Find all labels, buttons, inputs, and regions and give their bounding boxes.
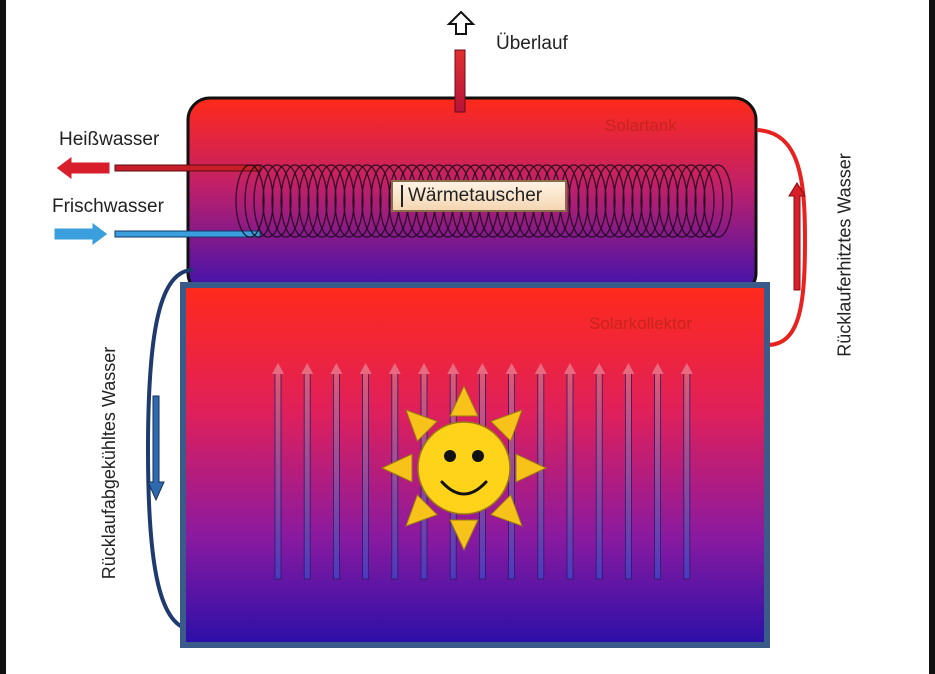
coil-loop <box>244 164 274 238</box>
riser-arrowhead <box>505 363 518 374</box>
return-heated-arrow-icon <box>788 182 806 291</box>
riser-tube <box>683 371 691 580</box>
sun-ray <box>489 493 523 527</box>
riser-tube <box>595 371 603 580</box>
riser-tube <box>303 371 311 580</box>
riser-tube <box>654 371 661 580</box>
riser-tube <box>332 371 340 580</box>
overflow-pipe <box>454 49 466 113</box>
hot-water-pipe <box>114 164 261 172</box>
coil-loop <box>586 164 616 238</box>
riser-arrowhead <box>447 363 460 374</box>
coil-loop <box>568 164 598 238</box>
fresh-water-arrow-icon <box>53 221 109 247</box>
return-cooled-arrow-icon <box>147 395 165 502</box>
solar-collector-label: Solarkollektor <box>589 314 692 333</box>
coil-loop <box>658 164 688 238</box>
coil-loop <box>262 164 292 238</box>
riser-arrowhead <box>388 363 401 374</box>
coil-loop <box>307 164 337 238</box>
coil-loop <box>631 164 661 238</box>
left-edge-bar <box>0 0 6 674</box>
coil-loop <box>613 164 643 238</box>
coil-loop <box>676 164 706 238</box>
right-edge-bar <box>929 0 935 674</box>
riser-tube <box>537 371 545 580</box>
return-cooled-label: Rücklaufabgekühltes Wasser <box>99 346 120 580</box>
coil-loop <box>640 164 670 238</box>
coil-loop <box>343 164 373 238</box>
riser-arrowhead <box>680 363 693 374</box>
riser-tube <box>274 371 282 580</box>
riser-arrowhead <box>359 363 372 374</box>
coil-loop <box>334 164 364 238</box>
return-heated-label: Rücklauferhitztes Wasser <box>834 153 855 357</box>
riser-tube <box>625 371 632 580</box>
coil-loop <box>595 164 625 238</box>
coil-loop <box>298 164 328 238</box>
riser-arrowhead <box>272 363 284 374</box>
riser-arrowhead <box>476 363 489 374</box>
sun-ray <box>405 493 439 527</box>
coil-loop <box>316 164 346 238</box>
riser-arrowhead <box>622 363 635 374</box>
riser-arrowhead <box>651 363 664 374</box>
coil-loop <box>604 164 634 238</box>
hot-water-arrow-icon <box>55 155 111 181</box>
return-heated-pipe <box>756 128 808 347</box>
riser-arrowhead <box>301 363 314 374</box>
coil-loop <box>622 164 652 238</box>
coil-loop <box>667 164 697 238</box>
riser-arrowhead <box>418 363 430 374</box>
sun-ray <box>380 453 413 483</box>
riser-tube <box>566 371 574 580</box>
coil-loop <box>289 164 319 238</box>
return-cooled-pipe <box>145 268 194 632</box>
sun-ray <box>449 519 479 552</box>
heat-exchanger-label: Wärmetauscher <box>408 185 543 206</box>
overflow-up-arrow-icon <box>446 10 476 35</box>
coil-loop <box>361 164 391 238</box>
overflow-label: Überlauf <box>496 33 568 54</box>
sun-ray <box>405 409 439 443</box>
riser-arrowhead <box>564 363 576 374</box>
riser-tube <box>362 371 370 580</box>
coil-loop <box>325 164 355 238</box>
heat-exchanger-label-box: Wärmetauscher <box>391 180 567 212</box>
sun-ray <box>515 453 548 483</box>
riser-arrowhead <box>593 363 606 374</box>
coil-loop <box>271 164 301 238</box>
sun-ray <box>449 384 479 417</box>
coil-loop <box>577 164 607 238</box>
solar-tank-label: Solartank <box>605 116 677 135</box>
coil-loop <box>253 164 283 238</box>
coil-loop <box>352 164 382 238</box>
coil-loop <box>685 164 715 238</box>
fresh-water-label: Frischwasser <box>52 196 164 217</box>
coil-loop <box>649 164 679 238</box>
sun-icon <box>380 384 548 552</box>
coil-loop <box>703 164 733 238</box>
coil-loop <box>694 164 724 238</box>
coil-loop <box>280 164 310 238</box>
coil-loop <box>235 164 265 238</box>
fresh-water-pipe <box>114 230 261 238</box>
hot-water-label: Heißwasser <box>59 129 160 150</box>
riser-arrowhead <box>534 363 547 374</box>
riser-arrowhead <box>330 363 343 374</box>
sun-ray <box>489 409 523 443</box>
